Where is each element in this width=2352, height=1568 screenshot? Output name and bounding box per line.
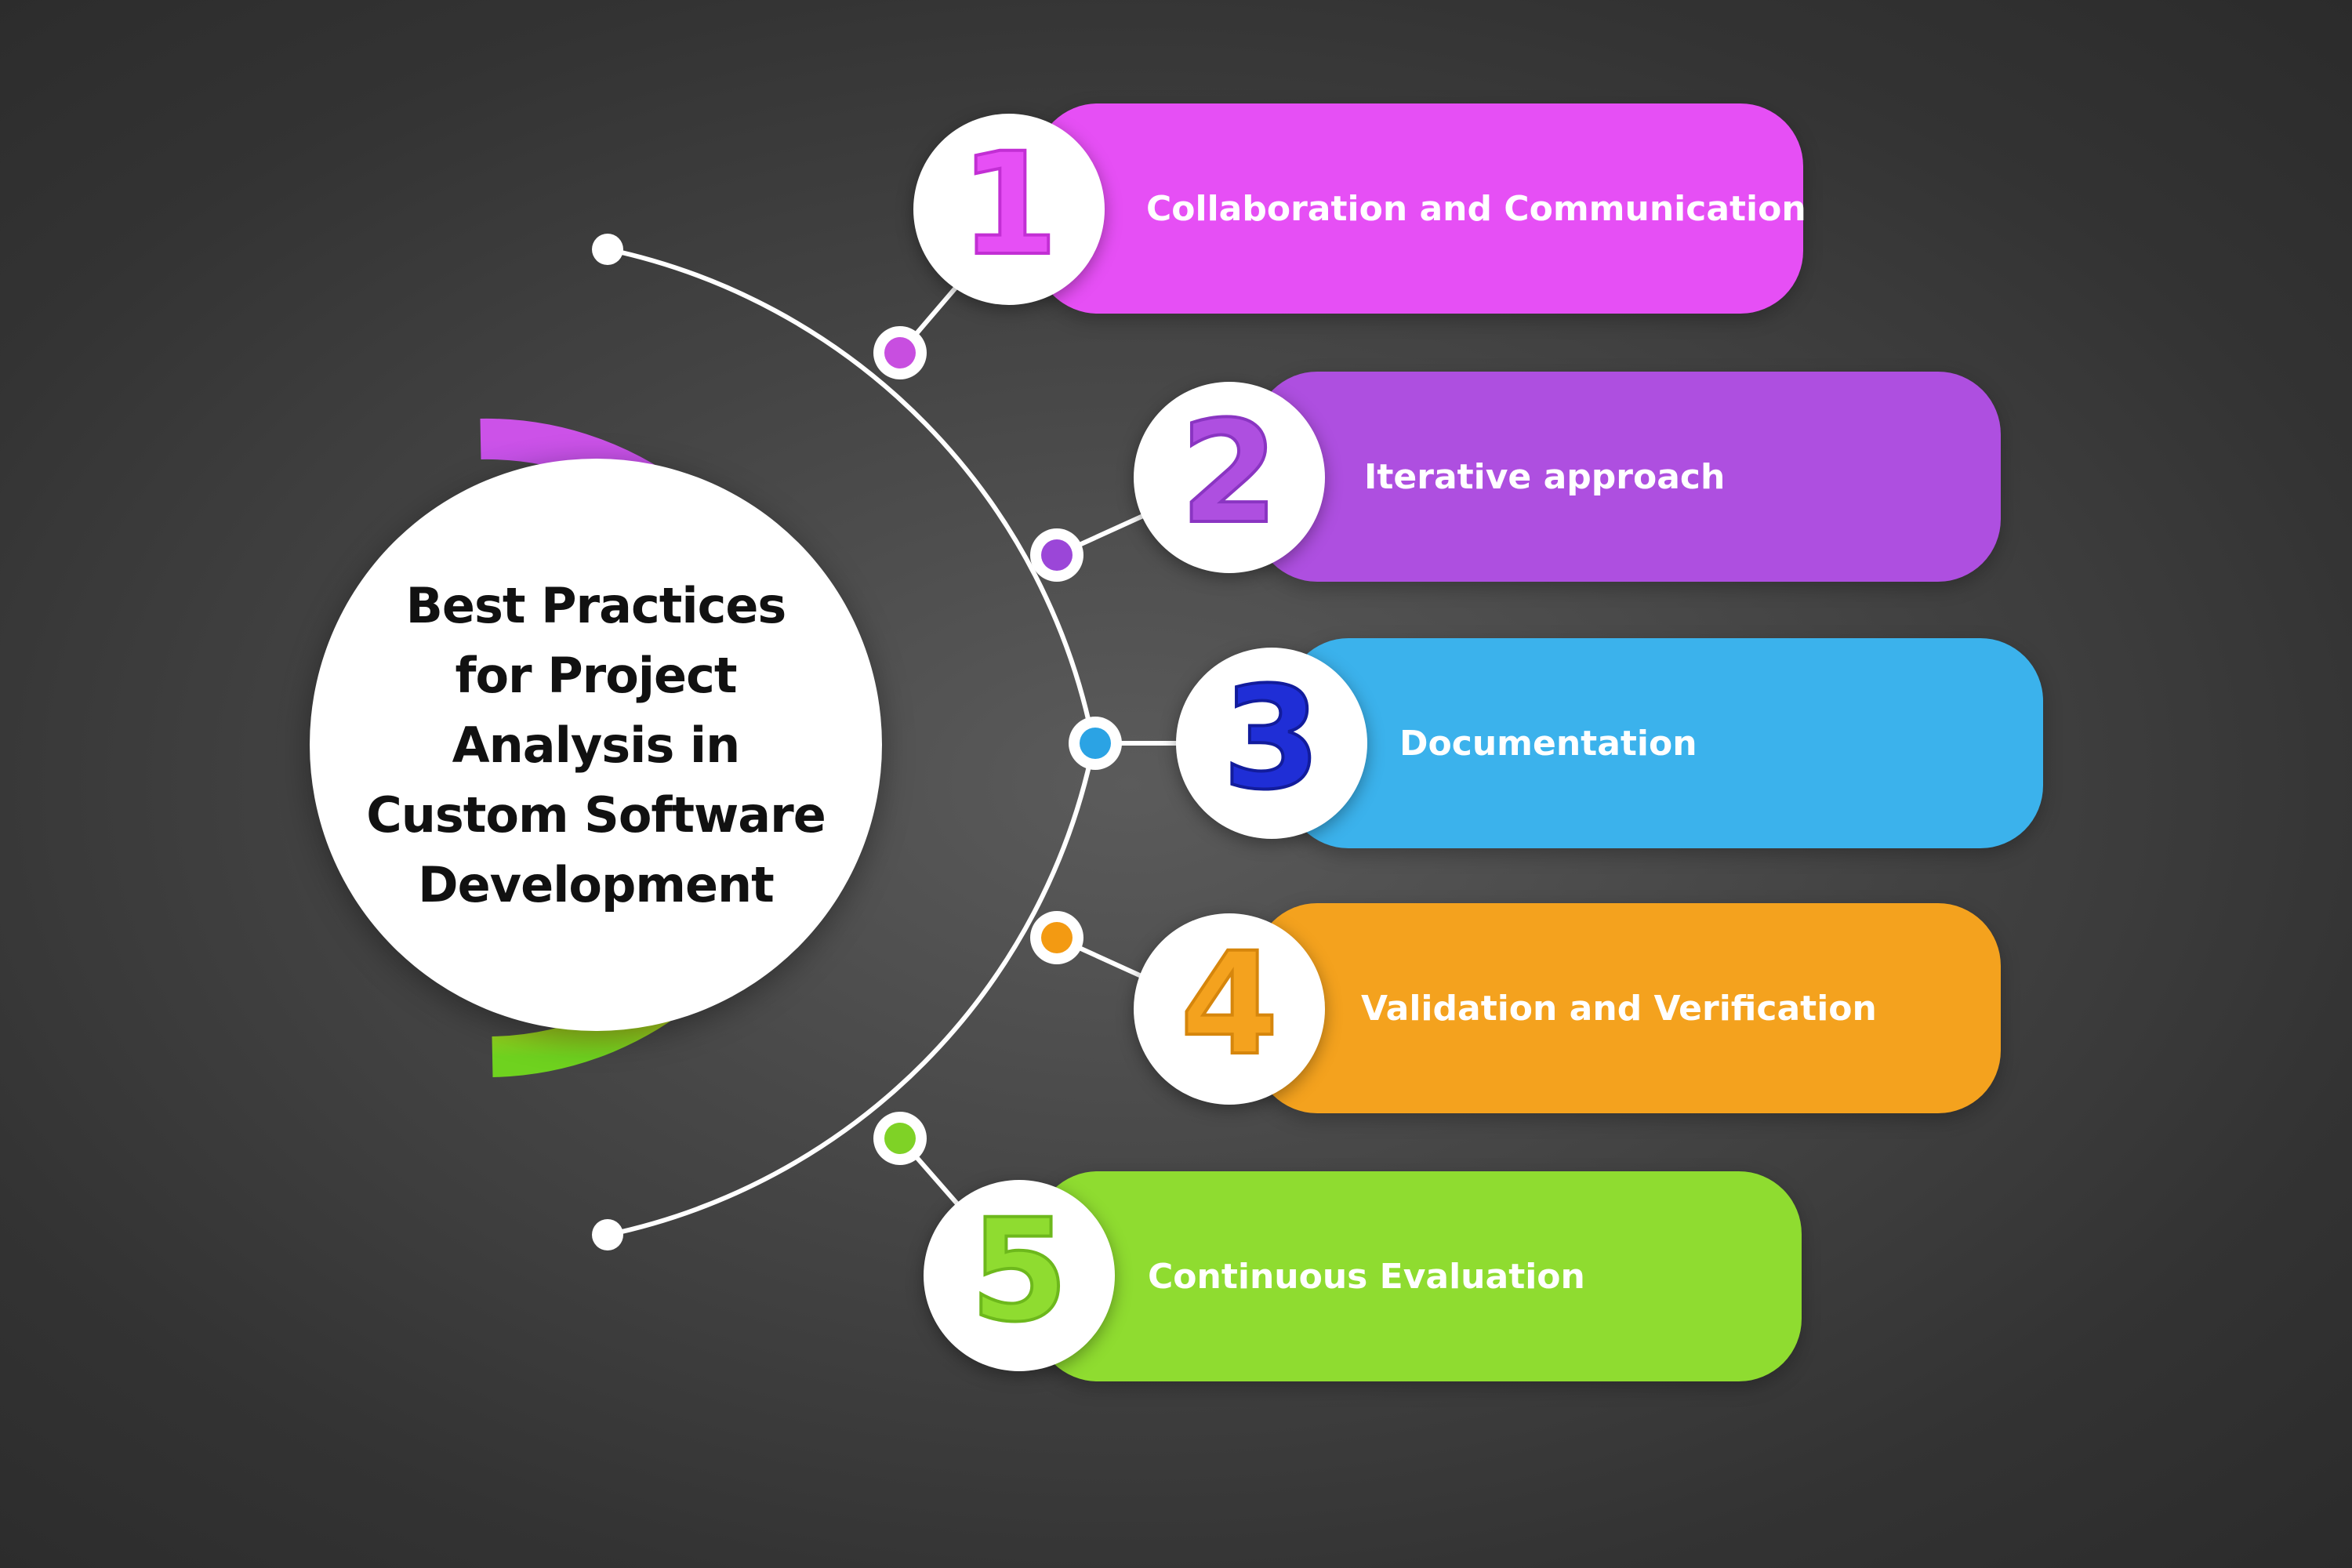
- step-3-pill: Documentation: [1286, 638, 2043, 848]
- arc-node-4: [1030, 911, 1083, 964]
- step-2-number-badge: 2: [1134, 382, 1325, 573]
- number-five-icon: 5: [968, 1188, 1069, 1355]
- arc-node-3: [1069, 717, 1122, 770]
- step-5-label: Continuous Evaluation: [1148, 1256, 1585, 1297]
- step-1-number-badge: 1: [913, 114, 1105, 305]
- step-5-pill: Continuous Evaluation: [1035, 1171, 1802, 1381]
- center-title: Best Practices for Project Analysis in C…: [366, 576, 826, 913]
- arc-end-dot-bottom: [592, 1219, 623, 1250]
- number-two-icon: 2: [1178, 390, 1279, 557]
- number-four-icon: 4: [1178, 921, 1279, 1088]
- step-4-pill: Validation and Verification: [1254, 903, 2001, 1113]
- step-2-pill: Iterative approach: [1254, 372, 2001, 582]
- center-title-circle: Best Practices for Project Analysis in C…: [310, 459, 882, 1031]
- step-4-number-badge: 4: [1134, 913, 1325, 1105]
- arc-node-5: [873, 1112, 927, 1165]
- number-three-icon: 3: [1221, 655, 1322, 822]
- step-3-label: Documentation: [1399, 723, 1697, 764]
- step-4-label: Validation and Verification: [1361, 988, 1877, 1029]
- arc-end-dot-top: [592, 234, 623, 265]
- number-one-icon: 1: [958, 122, 1059, 289]
- svg-text:4: 4: [1180, 923, 1278, 1087]
- step-2-label: Iterative approach: [1364, 456, 1726, 497]
- step-1-pill: Collaboration and Communication: [1035, 103, 1806, 314]
- step-5-number-badge: 5: [924, 1180, 1115, 1371]
- svg-text:2: 2: [1180, 391, 1278, 555]
- svg-text:1: 1: [960, 123, 1058, 287]
- step-3-number-badge: 3: [1176, 648, 1367, 839]
- arc-node-2: [1030, 528, 1083, 582]
- step-1-label: Collaboration and Communication: [1146, 188, 1806, 229]
- svg-text:3: 3: [1222, 657, 1320, 821]
- svg-text:5: 5: [970, 1189, 1068, 1353]
- arc-node-1: [873, 326, 927, 379]
